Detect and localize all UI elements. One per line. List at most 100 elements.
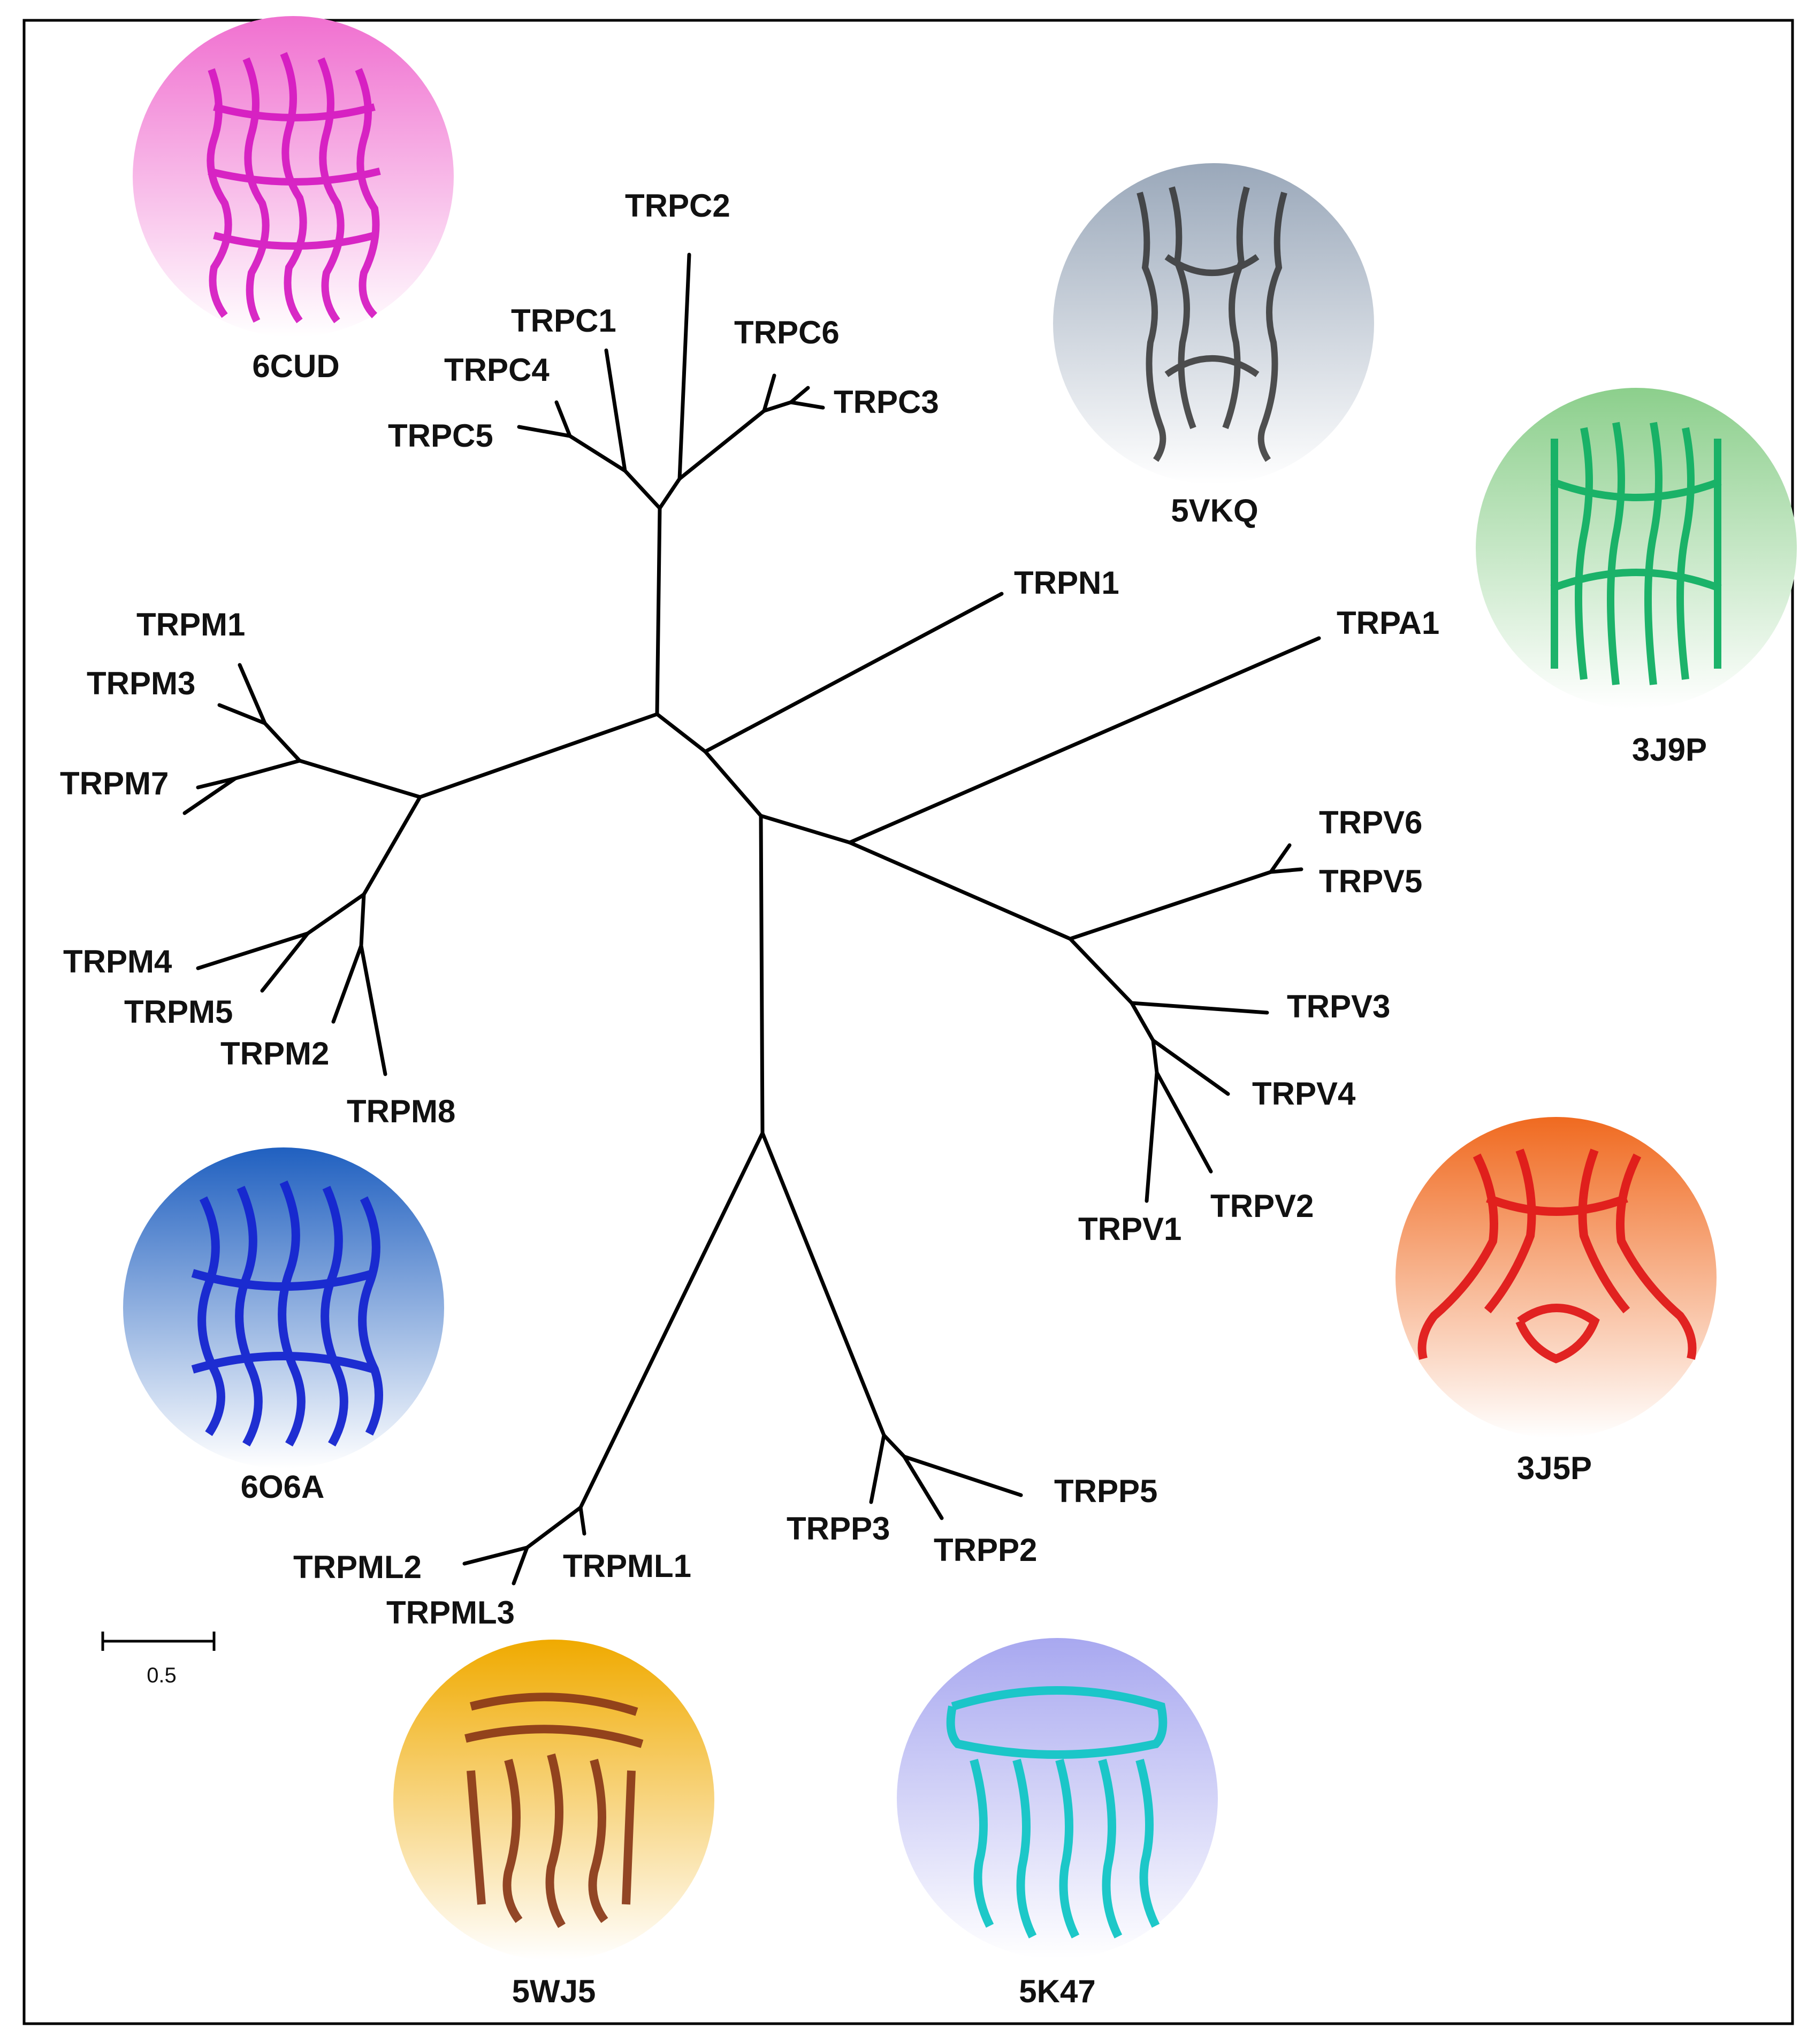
branch-c45-to-trpc5 bbox=[517, 425, 572, 438]
structure-label-3J5P: 3J5P bbox=[1517, 1450, 1592, 1486]
label-trpm8: TRPM8 bbox=[347, 1093, 455, 1129]
label-trpc2: TRPC2 bbox=[625, 188, 730, 224]
branch-v12-to-trpv2 bbox=[1155, 1070, 1213, 1174]
branch-p25-to-trpp5 bbox=[902, 1454, 1023, 1497]
label-trpc6: TRPC6 bbox=[734, 315, 840, 350]
label-trpm1: TRPM1 bbox=[136, 607, 245, 642]
branch-root-to-m-node bbox=[418, 712, 659, 799]
label-trpv5: TRPV5 bbox=[1319, 863, 1422, 899]
branch-c145-to-trpc1 bbox=[604, 348, 627, 473]
structure-label-5K47: 5K47 bbox=[1019, 1973, 1095, 2009]
branch-m45-to-trpm5 bbox=[260, 931, 310, 993]
structure-5WJ5 bbox=[393, 1640, 714, 1961]
branch-p25-to-trpp2 bbox=[902, 1454, 944, 1520]
branch-m2458-to-m45-node bbox=[306, 892, 366, 936]
branch-m137-to-m13-node bbox=[263, 721, 302, 763]
branch-m13-to-trpm1 bbox=[238, 663, 267, 725]
structure-bubble bbox=[1395, 1117, 1717, 1438]
label-trpp5: TRPP5 bbox=[1054, 1473, 1157, 1509]
branch-c3-to-stub bbox=[789, 386, 810, 404]
branch-c3-to-trpc3 bbox=[789, 400, 825, 410]
structure-3J9P bbox=[1476, 388, 1797, 709]
structure-label-6O6A: 6O6A bbox=[241, 1469, 325, 1505]
branch-c-to-c145-node bbox=[623, 469, 662, 510]
label-trpa1: TRPA1 bbox=[1337, 605, 1439, 641]
label-trpml1: TRPML1 bbox=[563, 1548, 691, 1584]
branch-c36-to-c3-node bbox=[762, 400, 793, 413]
branch-m28-to-trpm2 bbox=[331, 944, 363, 1024]
branch-ml-to-ml23-node bbox=[525, 1505, 583, 1550]
scale-bar: 0.5 bbox=[101, 1632, 216, 1687]
label-trpml3: TRPML3 bbox=[386, 1595, 515, 1630]
branch-v56-to-trpv5 bbox=[1269, 867, 1303, 874]
protein-ribbon-icon bbox=[1137, 186, 1287, 462]
branch-p-to-p25-node bbox=[882, 1433, 906, 1459]
branch-m-to-m2458-node bbox=[362, 795, 422, 897]
label-trpv2: TRPV2 bbox=[1210, 1188, 1314, 1224]
branch-m2458-to-m28-node bbox=[359, 892, 366, 948]
structure-5K47 bbox=[897, 1638, 1218, 1959]
label-trpm5: TRPM5 bbox=[124, 994, 233, 1030]
structure-label-5WJ5: 5WJ5 bbox=[512, 1973, 596, 2009]
label-trpp2: TRPP2 bbox=[934, 1532, 1037, 1568]
label-trpv4: TRPV4 bbox=[1252, 1076, 1356, 1112]
label-trpv1: TRPV1 bbox=[1078, 1211, 1181, 1247]
branch-m7-to-trpm7 bbox=[196, 776, 238, 790]
branch-pml-to-ml-node bbox=[578, 1131, 765, 1510]
label-trpc4: TRPC4 bbox=[444, 352, 550, 388]
branch-root-to-c-node bbox=[655, 506, 662, 716]
branch-v1234-to-v124-node bbox=[1130, 1001, 1155, 1043]
branch-c2-to-trpc2 bbox=[677, 252, 691, 481]
branch-m28-to-trpm8 bbox=[359, 944, 387, 1076]
branch-c45-to-trpc4 bbox=[554, 400, 572, 438]
branch-ml23-to-trpml2 bbox=[462, 1545, 529, 1566]
structure-5VKQ bbox=[1053, 163, 1374, 484]
label-trpc5: TRPC5 bbox=[388, 418, 493, 454]
branch-n-to-trpn1 bbox=[703, 592, 1004, 754]
branch-pml-to-p-node bbox=[760, 1131, 886, 1437]
structure-3J5P bbox=[1395, 1117, 1717, 1438]
label-trpm2: TRPM2 bbox=[220, 1036, 329, 1071]
scale-bar-line bbox=[101, 1632, 216, 1651]
branch-ml-to-trpml1 bbox=[578, 1505, 586, 1536]
protein-ribbon-icon bbox=[1550, 422, 1722, 685]
branch-v124-to-v12-node bbox=[1151, 1038, 1159, 1075]
branch-v12-to-trpv1 bbox=[1145, 1070, 1159, 1203]
structure-bubble bbox=[133, 16, 454, 337]
structure-label-5VKQ: 5VKQ bbox=[1171, 493, 1258, 529]
label-trpp3: TRPP3 bbox=[787, 1511, 890, 1547]
figure-border bbox=[22, 19, 1794, 2025]
branch-v1234-to-trpv3 bbox=[1130, 1001, 1269, 1015]
branch-c-to-c2-node bbox=[658, 477, 682, 510]
branch-v124-to-trpv4 bbox=[1151, 1038, 1230, 1096]
label-trpn1: TRPN1 bbox=[1014, 565, 1119, 601]
protein-ribbon-icon bbox=[464, 1693, 644, 1928]
branch-vap-to-pml-node bbox=[759, 814, 765, 1135]
structure-bubble bbox=[1476, 388, 1797, 709]
label-trpm4: TRPM4 bbox=[63, 944, 172, 979]
branch-ml23-to-trpml3 bbox=[512, 1545, 529, 1586]
label-trpv3: TRPV3 bbox=[1287, 989, 1390, 1024]
branch-root-to-n-node bbox=[655, 712, 707, 754]
branch-va-to-v-node bbox=[848, 840, 1072, 941]
label-trpm3: TRPM3 bbox=[87, 665, 195, 701]
branch-v-to-v1234-node bbox=[1068, 937, 1134, 1005]
branch-m45-to-trpm4 bbox=[196, 931, 310, 970]
branch-m-to-m137-node bbox=[298, 759, 422, 799]
branch-v56-to-trpv6 bbox=[1269, 843, 1292, 874]
branch-m13-to-trpm3 bbox=[217, 703, 267, 725]
structure-6CUD bbox=[133, 16, 454, 337]
structure-label-6CUD: 6CUD bbox=[252, 348, 339, 384]
branch-v-to-v56-node bbox=[1068, 870, 1273, 941]
branch-m7-to-stub bbox=[182, 776, 238, 815]
protein-ribbon-icon bbox=[946, 1686, 1168, 1939]
label-trpm7: TRPM7 bbox=[60, 765, 169, 801]
scale-bar-label: 0.5 bbox=[147, 1664, 177, 1687]
branch-c145-to-c45-node bbox=[568, 434, 627, 473]
branch-m137-to-m7-node bbox=[233, 759, 302, 780]
label-trpml2: TRPML2 bbox=[293, 1549, 422, 1585]
protein-ribbon-icon bbox=[191, 1180, 383, 1446]
branch-va-to-trpa1 bbox=[848, 636, 1321, 845]
branch-c2-to-c36-node bbox=[677, 409, 766, 481]
